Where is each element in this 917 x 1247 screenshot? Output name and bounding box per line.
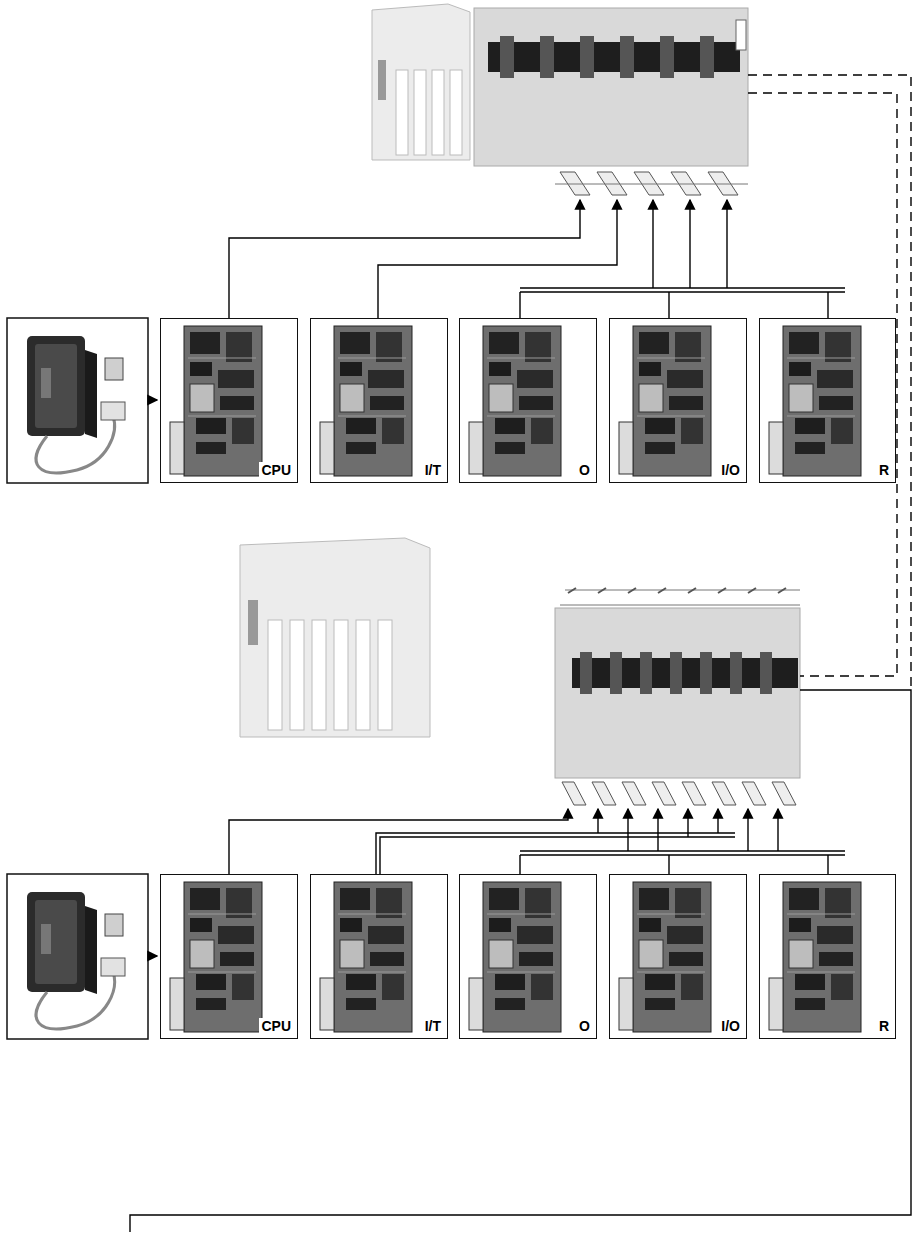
module-card: CPU [160, 874, 298, 1039]
module-label: I/O [719, 462, 742, 479]
module-label: CPU [259, 1018, 293, 1035]
wiring [130, 75, 911, 1232]
module-label: O [577, 462, 592, 479]
top-rack [372, 4, 748, 195]
module-label: O [577, 1018, 592, 1035]
module-card: I/T [310, 874, 448, 1039]
module-pictures [7, 318, 861, 1039]
module-label: I/T [423, 462, 443, 479]
module-card: CPU [160, 318, 298, 483]
module-label: I/O [719, 1018, 742, 1035]
module-card: O [459, 874, 597, 1039]
module-card: I/T [310, 318, 448, 483]
module-card: O [459, 318, 597, 483]
bottom-rack [240, 538, 800, 805]
module-label: I/T [423, 1018, 443, 1035]
module-card: R [759, 318, 896, 483]
module-label: R [877, 462, 891, 479]
module-label: R [877, 1018, 891, 1035]
module-card: I/O [609, 318, 747, 483]
module-card: I/O [609, 874, 747, 1039]
module-label: CPU [259, 462, 293, 479]
module-card: R [759, 874, 896, 1039]
